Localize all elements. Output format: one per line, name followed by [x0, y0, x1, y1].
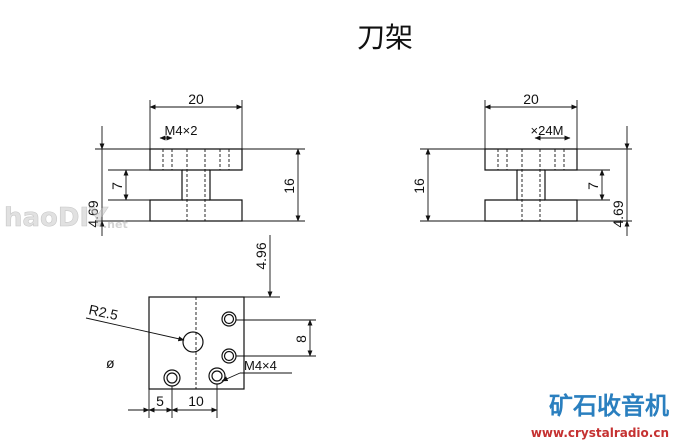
plan-thread-note: M4×4 [244, 358, 277, 373]
plan-outline [148, 296, 245, 390]
left-part-outline [149, 148, 243, 222]
watermark-left-suffix: .net [103, 218, 128, 231]
brand-name: 矿石收音机 [549, 392, 669, 420]
plan-bottom-dim-left: 5 [156, 393, 164, 409]
drawing-title: 刀架 [357, 21, 413, 54]
brand-url: www.crystalradio.cn [531, 426, 669, 440]
left-height-dim: 16 [281, 178, 297, 194]
brand-logo: 矿石收音机 www.crystalradio.cn [531, 392, 669, 440]
hole-bottom-right [208, 367, 226, 385]
right-slot-dim: 7 [585, 182, 601, 190]
hole-large [182, 331, 204, 353]
hole-bottom-left [163, 369, 181, 387]
plan-view: 4.96 R2.5 ø 8 M4×4 5 10 [85, 235, 316, 418]
left-edge-dim: 4.69 [85, 200, 101, 227]
left-thread-note: M4×2 [165, 123, 198, 138]
right-thread-note: ×24M [531, 123, 564, 138]
left-width-dim: 20 [188, 91, 204, 107]
watermark-left: haoDIY .net [4, 203, 128, 234]
right-part-outline [484, 148, 578, 222]
plan-bottom-dim-right: 10 [188, 393, 204, 409]
hole-top-right [221, 311, 237, 327]
right-width-dim: 20 [523, 91, 539, 107]
plan-top-offset: 4.96 [253, 242, 269, 269]
radius-leader [85, 317, 185, 342]
left-slot-dim: 7 [109, 182, 125, 190]
right-view: 20 ×24M 16 7 4.69 [411, 91, 632, 236]
plan-spacing-dim: 8 [293, 335, 309, 343]
right-height-dim: 16 [411, 178, 427, 194]
watermark-left-text: haoDIY [4, 203, 109, 233]
left-view: 20 M4×2 16 7 4.69 [85, 91, 305, 236]
diameter-symbol: ø [106, 355, 115, 371]
radius-note: R2.5 [87, 301, 119, 323]
right-edge-dim: 4.69 [610, 200, 626, 227]
